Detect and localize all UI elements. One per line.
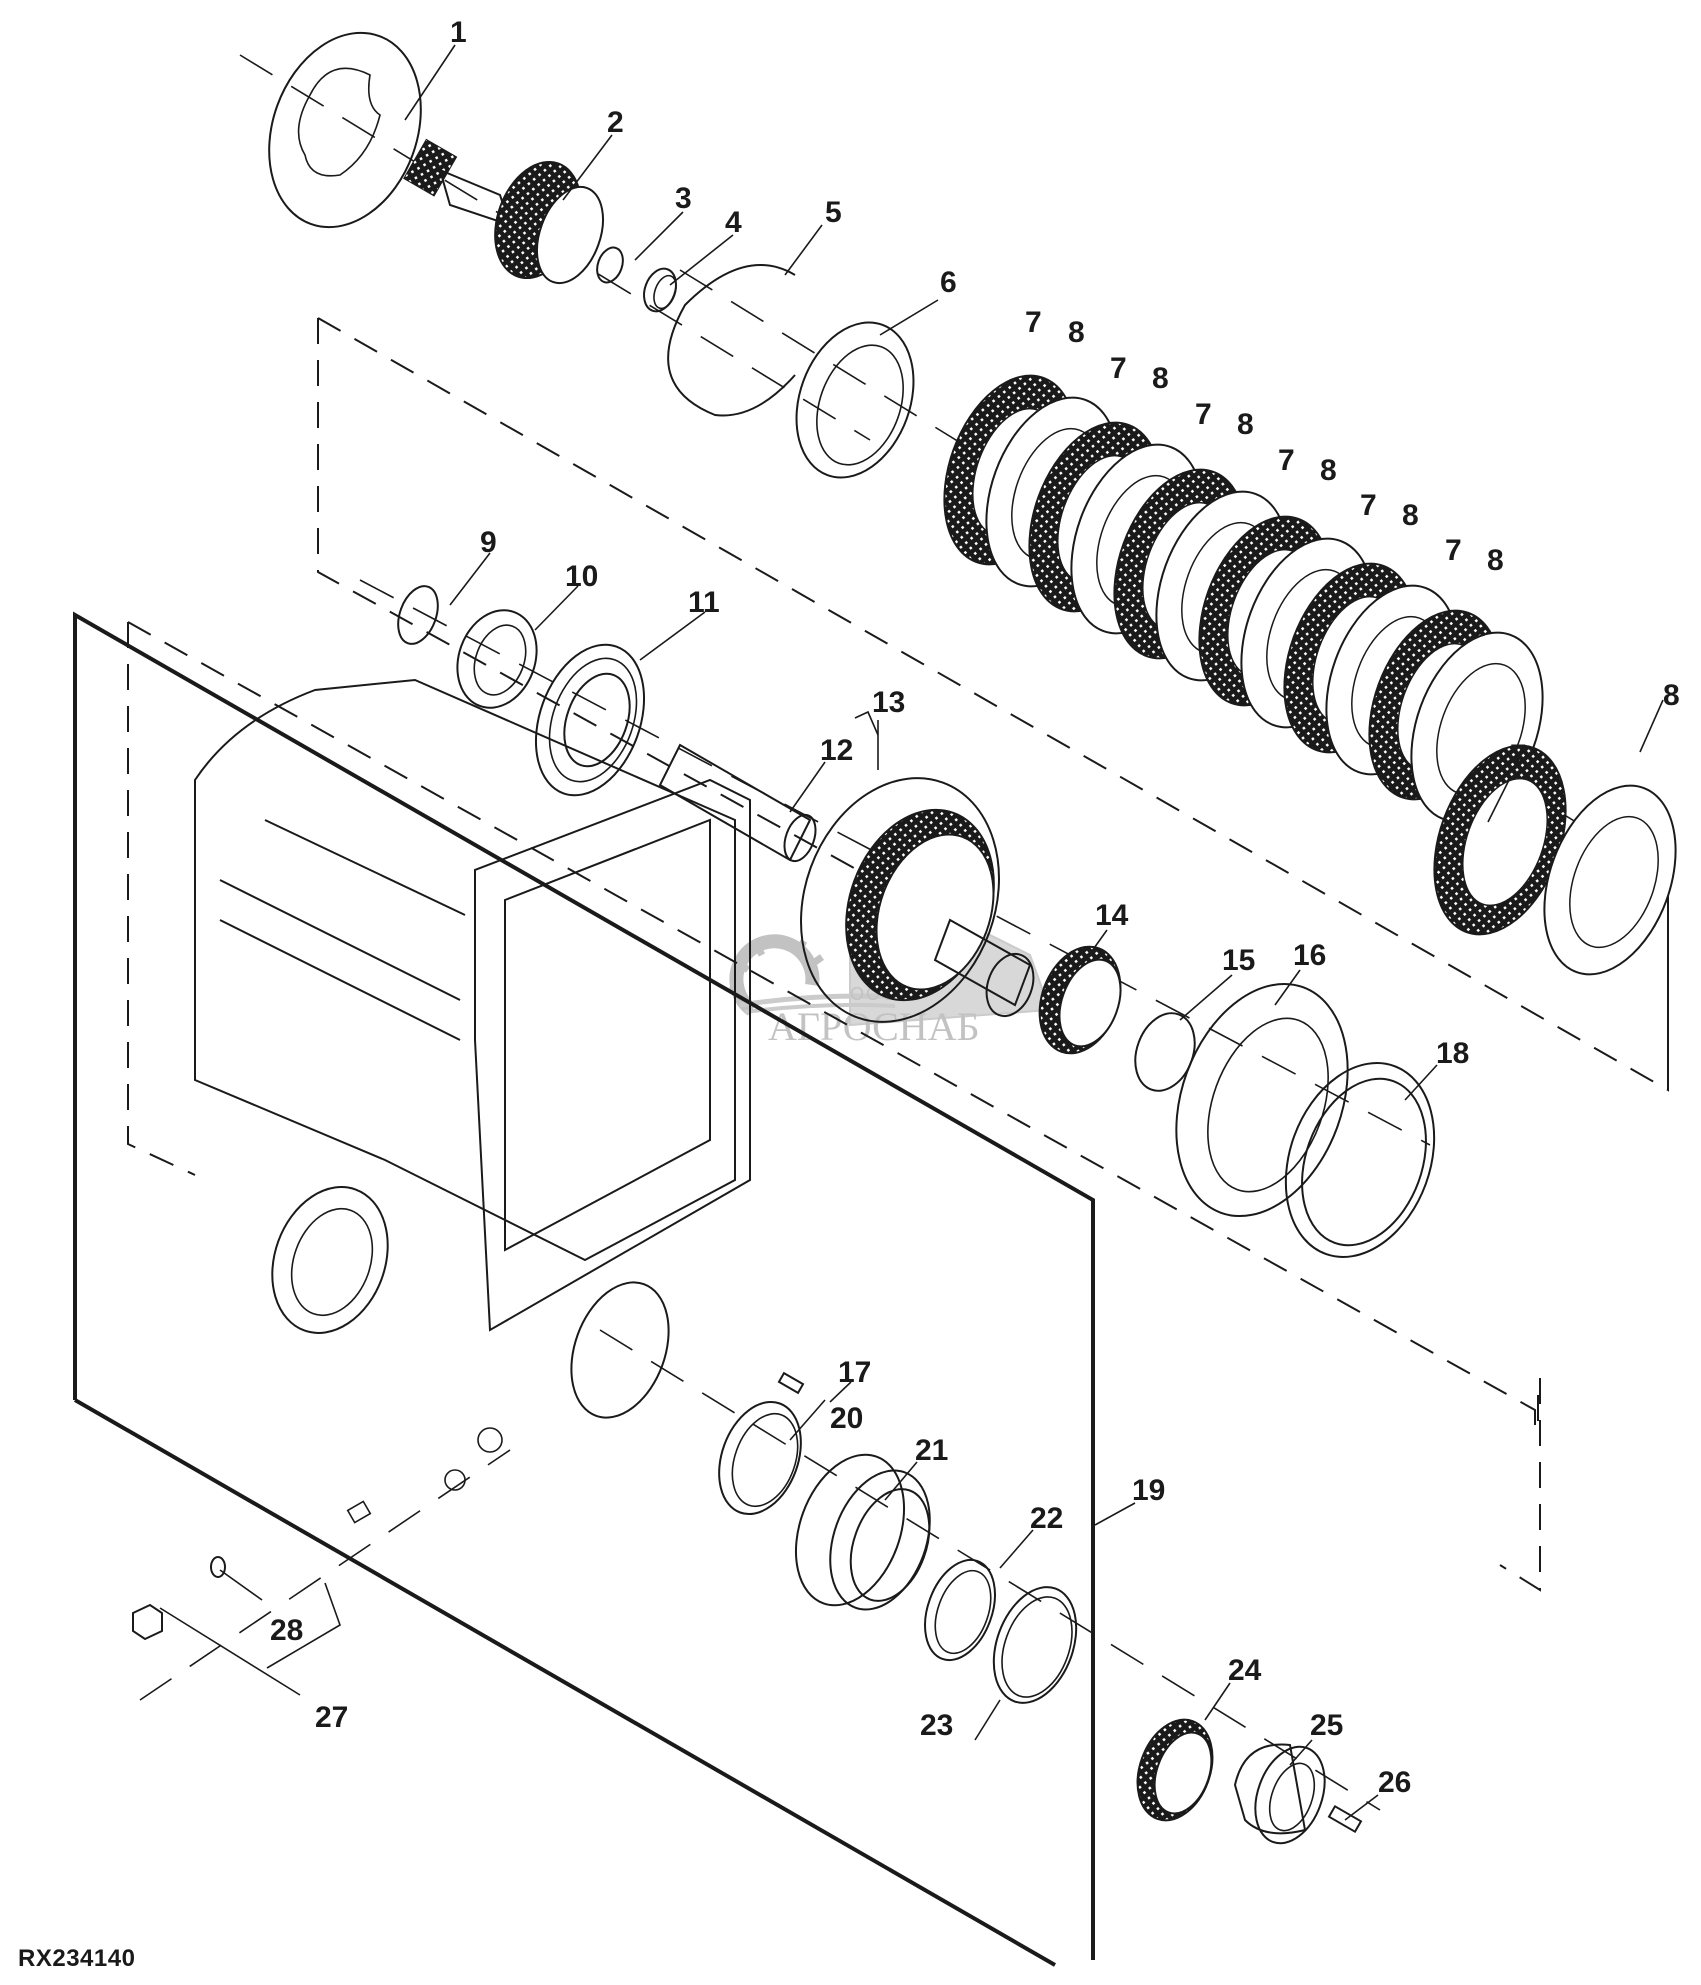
part-25-cap <box>1233 1743 1326 1845</box>
callout-27: 27 <box>315 1701 348 1734</box>
callout-11: 11 <box>688 586 720 619</box>
part-21-piston <box>794 1453 931 1611</box>
callout-17: 17 <box>838 1356 871 1389</box>
callout-20: 20 <box>830 1402 863 1435</box>
callout-8: 8 <box>1237 408 1254 441</box>
callout-10: 10 <box>565 560 598 593</box>
callout-18: 18 <box>1436 1037 1469 1070</box>
callout-7: 7 <box>1195 398 1212 431</box>
callout-22: 22 <box>1030 1502 1063 1535</box>
callout-1: 1 <box>450 16 467 49</box>
assembly-box-edge <box>1499 1378 1541 1592</box>
callout-labels: 1 2 3 4 5 6 7 8 7 8 7 8 7 8 7 8 7 8 7 8 … <box>270 16 1680 1799</box>
leader-lines <box>159 44 1664 1821</box>
part-23-seal <box>992 1586 1078 1704</box>
callout-8: 8 <box>1068 316 1085 349</box>
callout-7: 7 <box>1110 352 1127 385</box>
part-4-bushing <box>643 267 677 313</box>
centerline-lower <box>599 1329 1381 1811</box>
part-28-o-ring <box>210 1556 226 1578</box>
friction-disk-bore <box>1462 777 1548 907</box>
callout-15: 15 <box>1222 944 1255 977</box>
callout-21: 21 <box>915 1434 948 1467</box>
part-2-gear-shaft <box>403 138 604 285</box>
part-3-ring <box>596 246 624 284</box>
part-26-screw <box>1327 1804 1363 1834</box>
callout-8: 8 <box>1320 454 1337 487</box>
part-11-seal <box>534 643 646 797</box>
part-9-snap-ring <box>397 585 439 645</box>
clutch-disk-stack <box>943 374 1677 976</box>
callout-19: 19 <box>1132 1474 1165 1507</box>
callout-9: 9 <box>480 526 497 559</box>
callout-4: 4 <box>725 206 742 239</box>
callout-8: 8 <box>1487 544 1504 577</box>
centerline-plug <box>139 1449 511 1701</box>
callout-6: 6 <box>940 266 957 299</box>
assembly-box-housing <box>127 621 1539 1425</box>
callout-8: 8 <box>1402 499 1419 532</box>
callout-12: 12 <box>820 734 853 767</box>
callout-23: 23 <box>920 1709 953 1742</box>
callout-7: 7 <box>1278 444 1295 477</box>
part-20-ring <box>718 1400 802 1516</box>
watermark-name: АГРОСНАБ <box>768 1004 980 1049</box>
callout-7: 7 <box>1360 489 1377 522</box>
housing-panel <box>73 611 1095 1967</box>
part-18-seal <box>1284 1062 1436 1258</box>
part-8-steel-disk <box>1543 784 1677 976</box>
callout-24: 24 <box>1228 1654 1262 1687</box>
callout-26: 26 <box>1378 1766 1411 1799</box>
callout-7: 7 <box>1510 739 1527 772</box>
callout-7: 7 <box>1445 534 1462 567</box>
part-22-seal <box>924 1558 996 1662</box>
callout-25: 25 <box>1310 1709 1343 1742</box>
part-6-backing-plate <box>795 321 915 479</box>
callout-2: 2 <box>607 106 624 139</box>
part-1-thrust-washer <box>268 31 422 229</box>
figure-id: RX234140 <box>18 1945 136 1972</box>
callout-28: 28 <box>270 1614 303 1647</box>
part-17-pin <box>777 1371 805 1395</box>
part-14-bearing <box>1038 945 1122 1055</box>
part-12-sleeve <box>658 743 817 863</box>
part-27-plug <box>132 1603 163 1641</box>
part-5-snap-ring <box>667 264 796 417</box>
part-15-o-ring <box>1134 1012 1196 1092</box>
callout-13: 13 <box>872 686 905 719</box>
callout-8: 8 <box>1152 362 1169 395</box>
steel-disk-bore <box>1569 815 1659 949</box>
part-24-bearing <box>1136 1718 1214 1822</box>
callout-16: 16 <box>1293 939 1326 972</box>
callout-3: 3 <box>675 182 692 215</box>
assembly-box-clutch-pack <box>317 317 1669 1092</box>
callout-8: 8 <box>1663 679 1680 712</box>
callout-7: 7 <box>1025 306 1042 339</box>
callout-14: 14 <box>1095 899 1129 932</box>
part-16-plate <box>1175 982 1349 1218</box>
part-10-washer <box>456 609 538 709</box>
callout-5: 5 <box>825 196 842 229</box>
transmission-housing <box>194 678 751 1524</box>
part-13-clutch-drum <box>800 777 1035 1023</box>
